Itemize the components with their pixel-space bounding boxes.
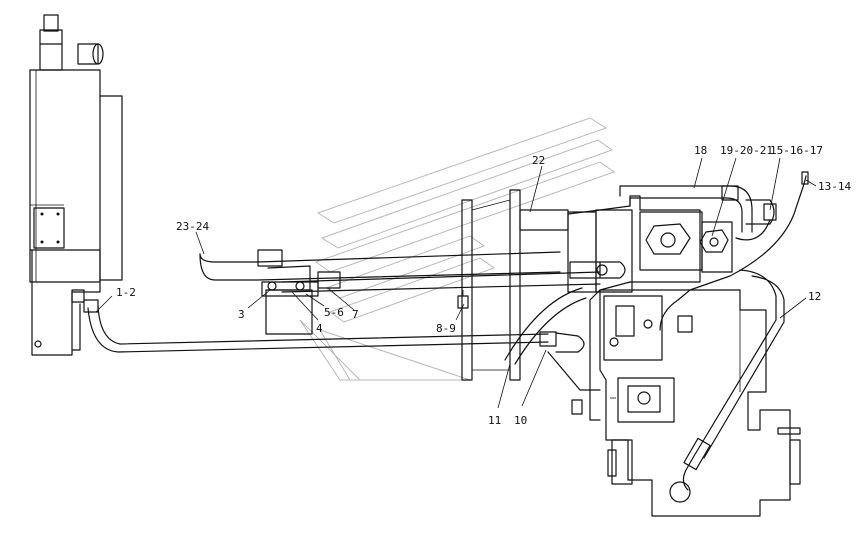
hose-13-12 — [659, 171, 809, 491]
hose-11 — [504, 287, 587, 365]
callout-13-14: 13-14 — [818, 180, 851, 193]
watermark — [299, 117, 616, 381]
callout-5-6: 5-6 — [324, 306, 344, 319]
hose-18 — [619, 185, 777, 241]
lower-pipe — [83, 299, 585, 353]
callout-11: 11 — [488, 414, 501, 427]
callout-19-20-21: 19-20-21 — [720, 144, 773, 157]
callout-23-24: 23-24 — [176, 220, 209, 233]
callout-3: 3 — [238, 308, 245, 321]
filter — [261, 281, 319, 335]
callout-8-9: 8-9 — [436, 322, 456, 335]
callout-1-2: 1-2 — [116, 286, 136, 299]
transmission — [547, 195, 801, 517]
leader-lines — [95, 157, 817, 409]
upper-hoses — [199, 249, 626, 293]
callout-15-16-17: 15-16-17 — [770, 144, 823, 157]
callout-22: 22 — [532, 154, 545, 167]
callout-18: 18 — [694, 144, 707, 157]
clamp-8-9 — [457, 290, 469, 309]
callout-12: 12 — [808, 290, 821, 303]
callout-4: 4 — [316, 322, 323, 335]
callouts: 1-2 3 4 5-6 7 8-9 10 11 12 13-14 15-16-1… — [116, 144, 851, 427]
callout-10: 10 — [514, 414, 527, 427]
frame-bracket — [461, 189, 569, 381]
radiator-tank — [29, 14, 123, 356]
callout-7: 7 — [352, 308, 359, 321]
